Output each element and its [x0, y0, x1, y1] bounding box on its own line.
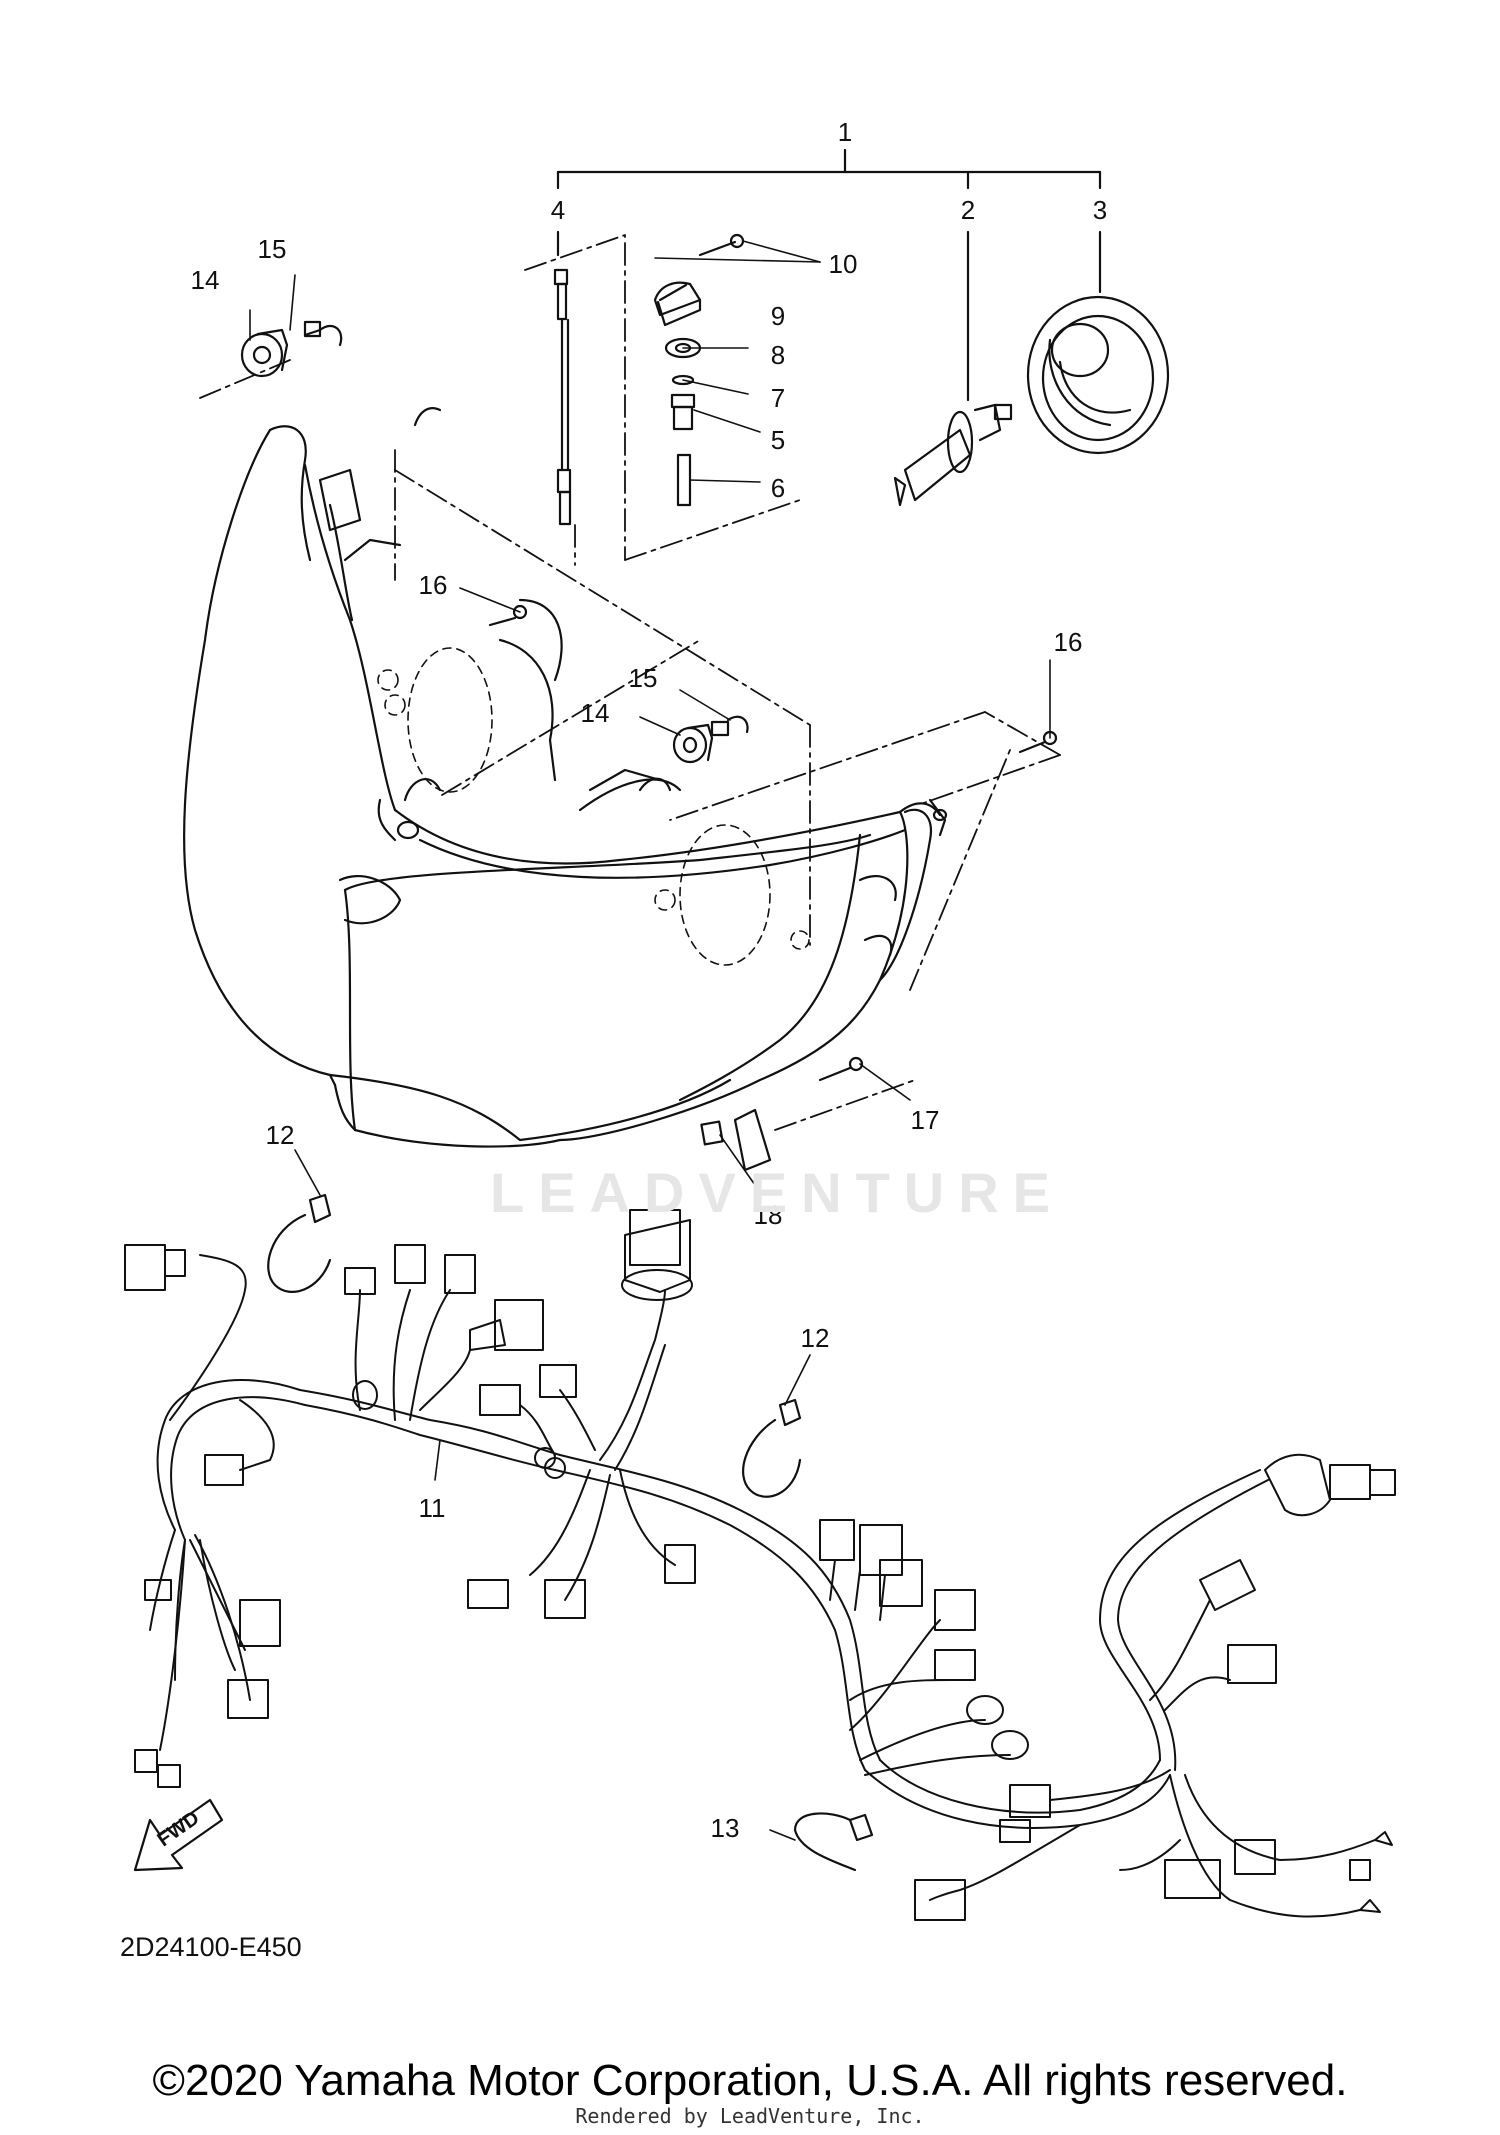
- callout-8: 8: [770, 340, 786, 370]
- auxiliary-light-cord: [553, 268, 572, 526]
- copyright-notice: ©2020 Yamaha Motor Corporation, U.S.A. A…: [152, 2056, 1348, 2105]
- callout-9: 9: [770, 301, 786, 331]
- wire-clamps: [267, 1193, 874, 1872]
- callout-11: 11: [418, 1493, 446, 1523]
- watermark-text: LEADVENTURE: [490, 1161, 1065, 1224]
- callout-2: 2: [960, 195, 976, 225]
- callout-3: 3: [1092, 195, 1108, 225]
- callout-12-right: 12: [800, 1323, 830, 1353]
- guide-lines: [199, 234, 1061, 1131]
- callout-15-mid: 15: [628, 663, 658, 693]
- callout-5: 5: [770, 425, 786, 455]
- callout-16-right: 16: [1053, 627, 1083, 657]
- headlight-housing: [183, 407, 948, 1172]
- callout-4: 4: [550, 195, 566, 225]
- callout-1: 1: [837, 117, 853, 147]
- callout-18: 18: [753, 1200, 783, 1230]
- callout-10: 10: [828, 249, 858, 279]
- assembly-bracket: [556, 148, 1102, 402]
- leader-lines: [249, 240, 1051, 1841]
- callout-15-top: 15: [257, 234, 287, 264]
- grommets-and-bolts: [240, 320, 1058, 1146]
- callout-14-mid: 14: [580, 698, 610, 728]
- rendered-by-notice: Rendered by LeadVenture, Inc.: [575, 2104, 925, 2128]
- bulb-cover: [1026, 295, 1170, 455]
- callout-6: 6: [770, 473, 786, 503]
- socket-parts: [653, 233, 745, 507]
- callout-14-top: 14: [190, 265, 220, 295]
- callout-16-left: 16: [418, 570, 448, 600]
- wire-harness: [124, 1209, 1396, 1921]
- callout-13: 13: [710, 1813, 740, 1843]
- headlight-bulb: [893, 403, 1013, 507]
- drawing-code: 2D24100-E450: [120, 1932, 302, 1962]
- callout-12-left: 12: [265, 1120, 295, 1150]
- callout-17: 17: [910, 1105, 940, 1135]
- callout-7: 7: [770, 383, 786, 413]
- fwd-arrow-icon: [133, 1798, 224, 1872]
